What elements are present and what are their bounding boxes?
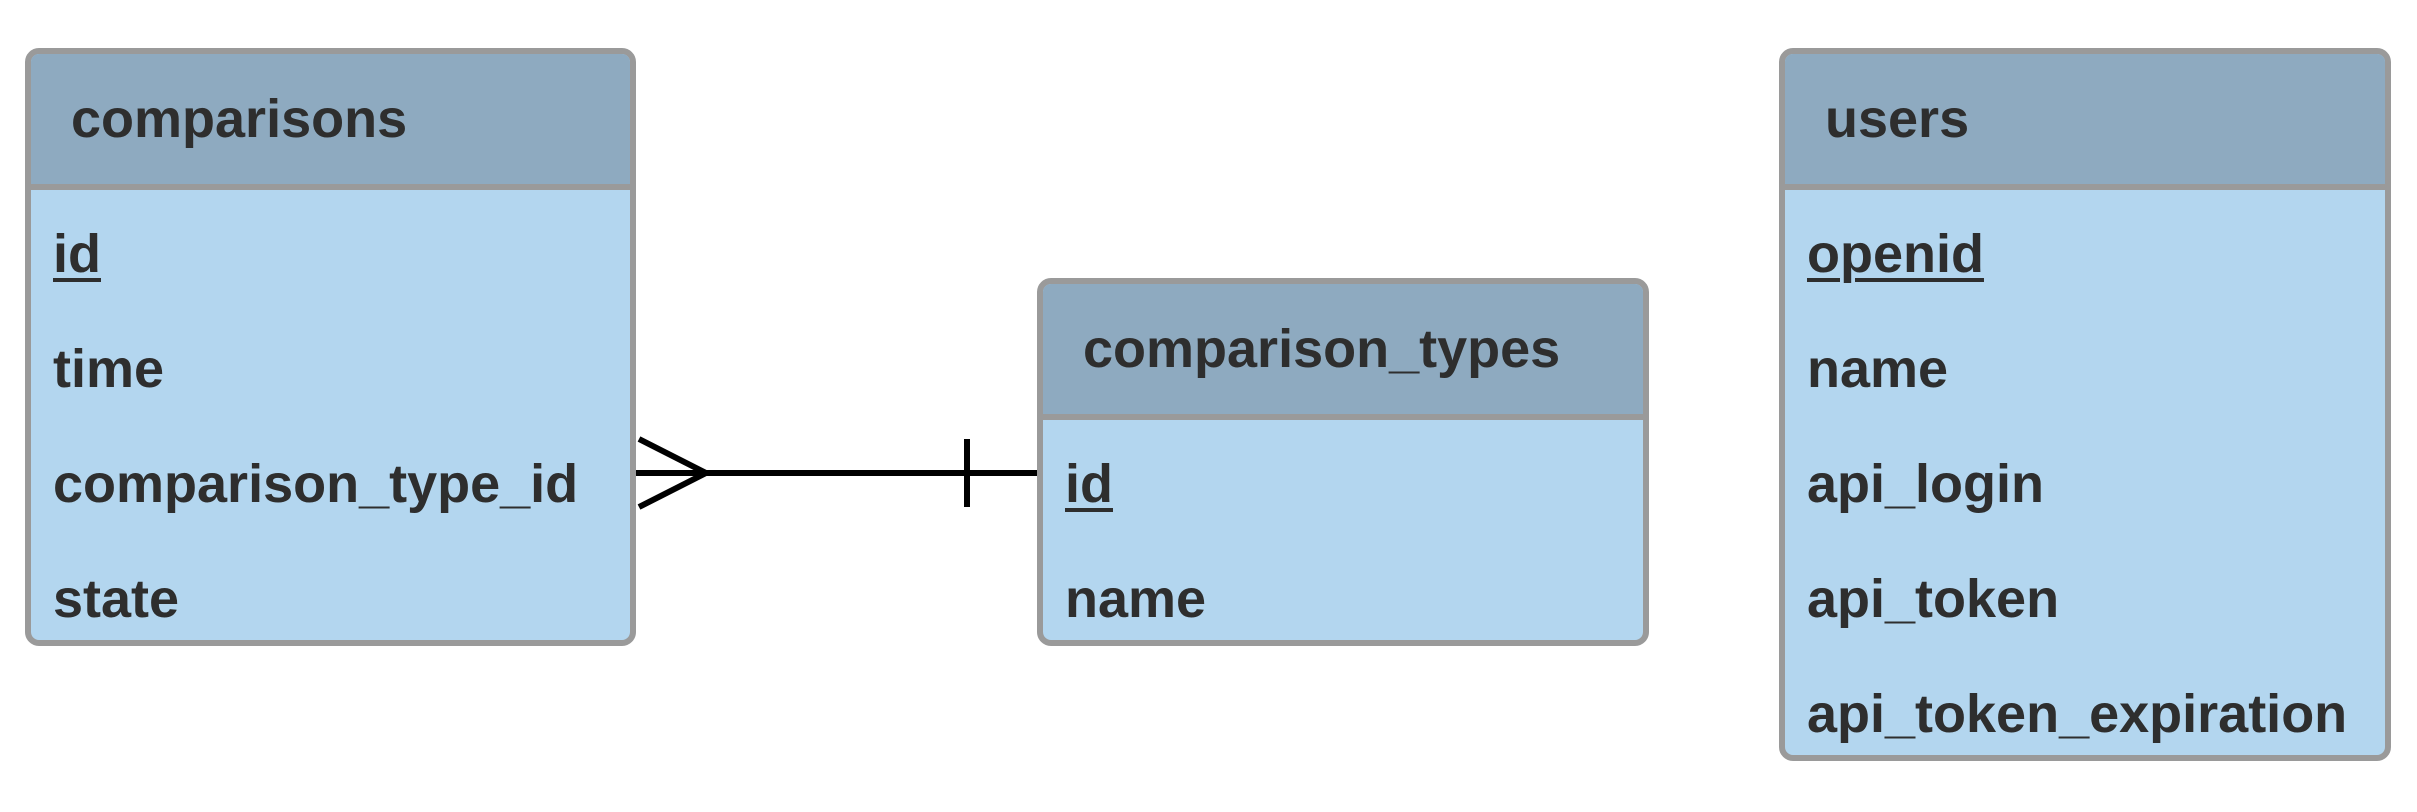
primary-key-label: id bbox=[1065, 453, 1113, 514]
primary-key-label: openid bbox=[1807, 223, 1984, 284]
primary-key-label: id bbox=[53, 223, 101, 284]
entity-header: comparison_types bbox=[1043, 284, 1643, 420]
entity-comparison-types[interactable]: comparison_types id name bbox=[1037, 278, 1649, 646]
field-id: id bbox=[1043, 426, 1643, 541]
entity-header: users bbox=[1785, 54, 2385, 190]
crows-foot-lower-prong bbox=[637, 470, 708, 510]
entity-users[interactable]: users openid name api_login api_token ap… bbox=[1779, 48, 2391, 761]
field-api-login: api_login bbox=[1807, 453, 2045, 514]
field-id: id bbox=[31, 196, 630, 311]
entity-title: users bbox=[1825, 89, 1970, 149]
field-name: name bbox=[1807, 338, 1949, 399]
field-name: name bbox=[1065, 568, 1207, 629]
field-comparison-type-id: comparison_type_id bbox=[53, 453, 579, 514]
entity-header: comparisons bbox=[31, 54, 630, 190]
entity-title: comparisons bbox=[71, 89, 408, 149]
entity-comparisons[interactable]: comparisons id time comparison_type_id s… bbox=[25, 48, 636, 646]
entity-title: comparison_types bbox=[1083, 319, 1561, 379]
field-openid: openid bbox=[1785, 196, 2385, 311]
field-state: state bbox=[53, 568, 180, 629]
field-time: time bbox=[53, 338, 165, 399]
field-api-token: api_token bbox=[1807, 568, 2060, 629]
field-api-token-expiration: api_token_expiration bbox=[1807, 683, 2348, 744]
crows-foot-upper-prong bbox=[637, 436, 708, 476]
